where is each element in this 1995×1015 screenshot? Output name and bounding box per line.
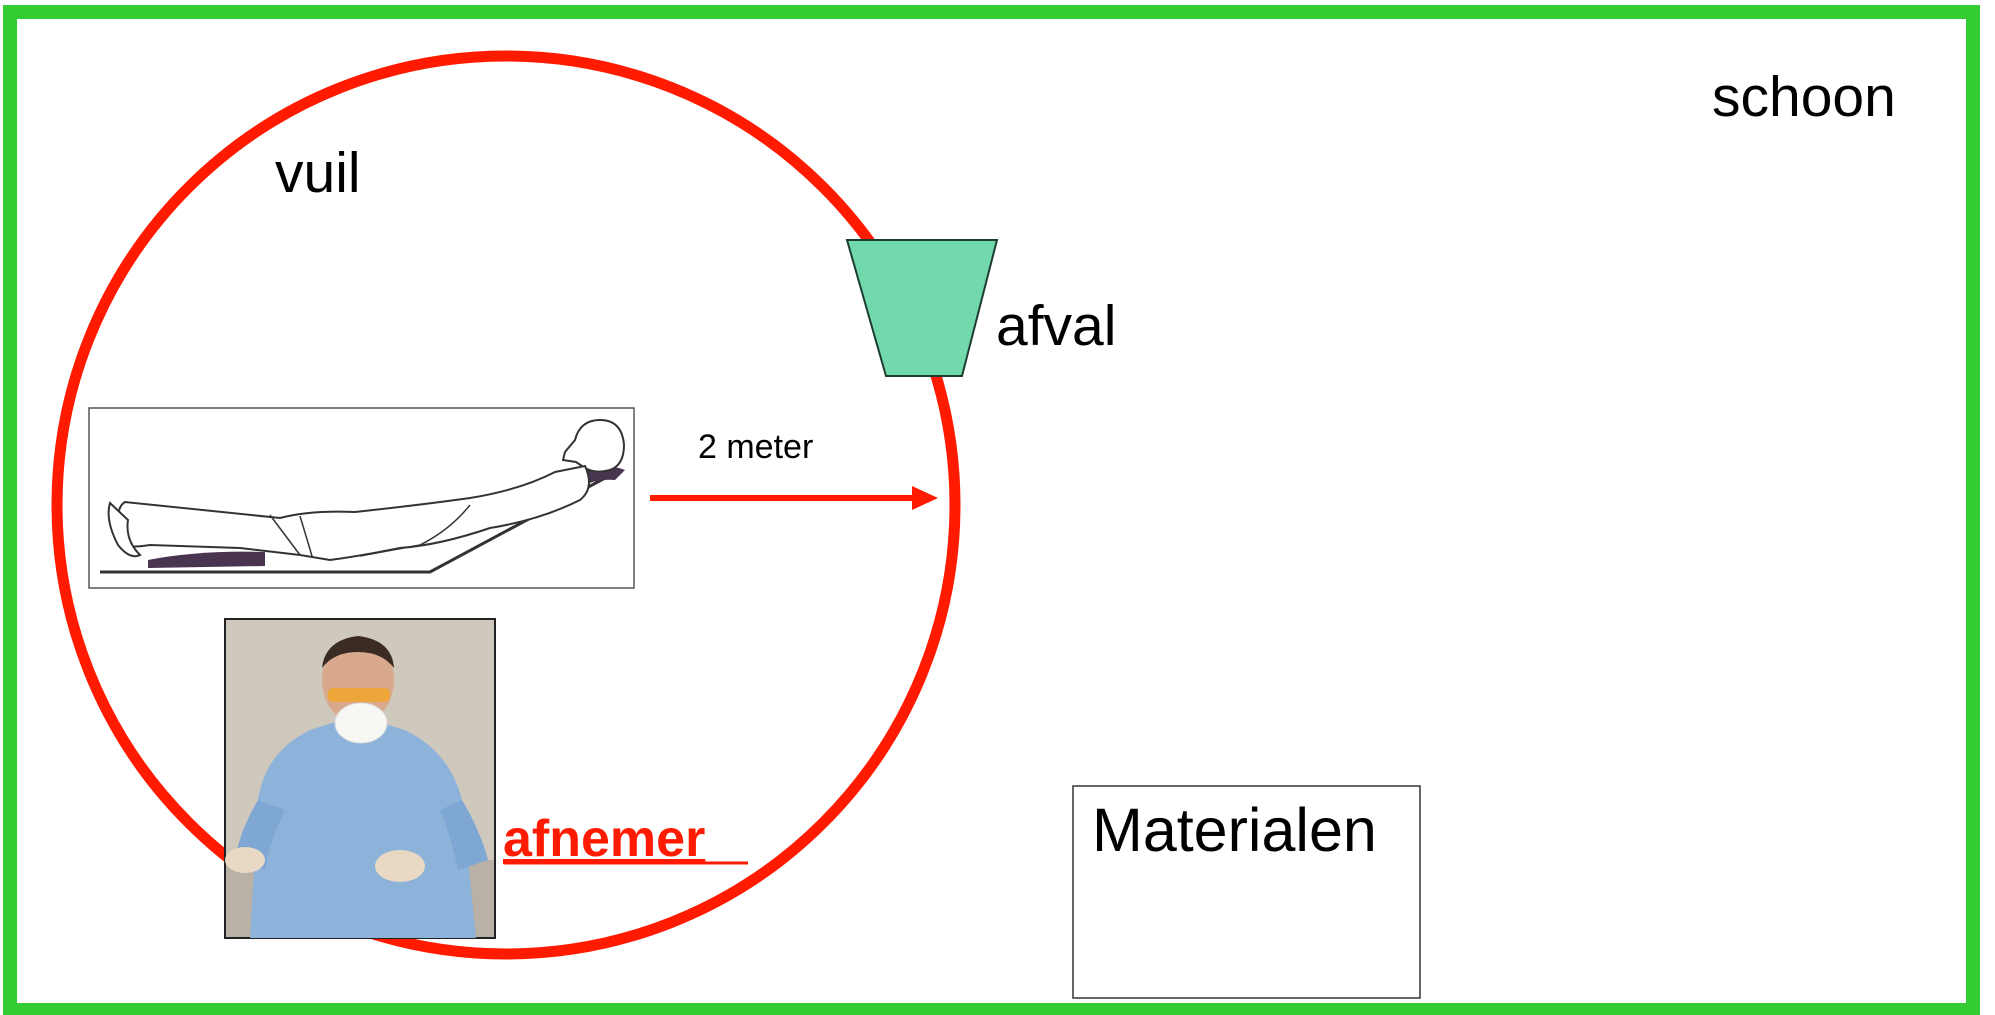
sampler-label: afnemer bbox=[503, 810, 705, 868]
distance-arrow-head bbox=[912, 486, 938, 510]
dirty-zone-circle bbox=[51, 50, 961, 960]
dirty-zone-label: vuil bbox=[275, 141, 361, 205]
waste-bin-icon bbox=[845, 239, 999, 377]
distance-label: 2 meter bbox=[698, 428, 813, 466]
materials-label: Materialen bbox=[1092, 796, 1377, 864]
sampler-photo bbox=[224, 618, 496, 939]
patient-illustration bbox=[88, 407, 635, 589]
clean-zone-border bbox=[3, 5, 1980, 1015]
clean-zone-label: schoon bbox=[1712, 65, 1896, 129]
materials-box bbox=[1072, 785, 1421, 999]
waste-label: afval bbox=[996, 294, 1116, 358]
